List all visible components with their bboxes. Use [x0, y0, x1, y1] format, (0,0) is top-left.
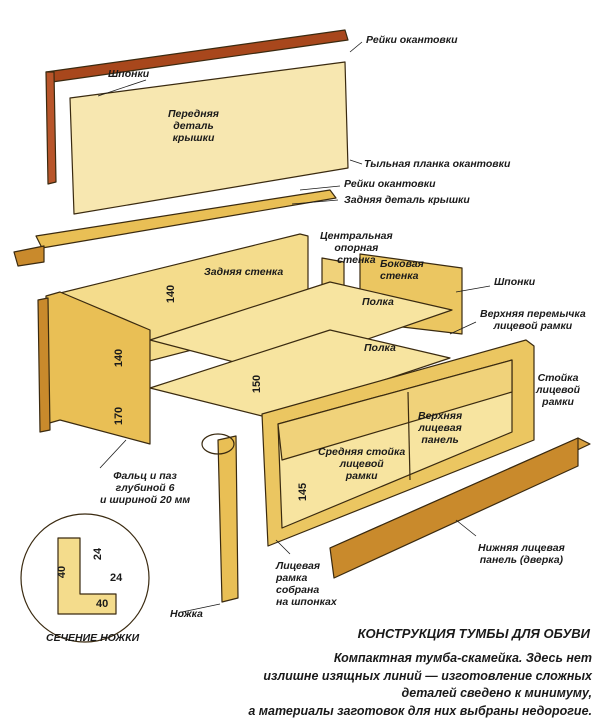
rails-top-label: Рейки окантовки — [366, 34, 458, 46]
dowels-top-label: Шпонки — [108, 68, 150, 80]
shelf-lower — [149, 329, 451, 419]
shelf-lower-label: Полка — [364, 342, 396, 354]
leg — [217, 435, 239, 603]
dim-back-height: 140 — [165, 284, 178, 304]
lid-back-rail — [13, 245, 45, 267]
rails-mid-label: Рейки окантовки — [344, 178, 436, 190]
dim-leg-40-horizontal: 40 — [96, 598, 109, 610]
dim-side-upper: 140 — [113, 348, 126, 368]
dim-leg-40-vertical: 40 — [56, 565, 69, 579]
dim-leg-24-vertical: 24 — [92, 547, 105, 561]
dim-frame-gap: 145 — [297, 482, 310, 502]
lid-front-panel — [69, 61, 349, 215]
shelf-upper-label: Полка — [362, 296, 394, 308]
dim-shelf-gap: 150 — [251, 374, 264, 394]
dowels-right-label: Шпонки — [494, 276, 536, 288]
diagram-description: Компактная тумба-скамейка. Здесь нет изл… — [248, 651, 592, 718]
dim-leg-24-horizontal: 24 — [110, 572, 123, 584]
leg-section-circle — [20, 513, 150, 643]
door-face — [329, 437, 579, 579]
leg-label: Ножка — [170, 608, 203, 620]
dim-side-lower: 170 — [113, 406, 126, 426]
upper-front-panel — [277, 359, 513, 461]
left-post — [37, 297, 51, 433]
middle-post-line — [407, 391, 411, 481]
lid-back-strip — [35, 189, 337, 249]
leg-section-label: СЕЧЕНИЕ НОЖКИ — [46, 632, 140, 644]
back-wall-label: Задняя стенка — [204, 266, 284, 278]
lid-back-label: Задняя деталь крышки — [344, 194, 470, 206]
leg-section-shape — [57, 537, 117, 615]
edging-rail-left — [45, 71, 57, 185]
diagram-title: КОНСТРУКЦИЯ ТУМБЫ ДЛЯ ОБУВИ — [357, 626, 590, 641]
back-strip-label: Тыльная планка окантовки — [364, 158, 511, 170]
leg-callout — [201, 433, 235, 455]
